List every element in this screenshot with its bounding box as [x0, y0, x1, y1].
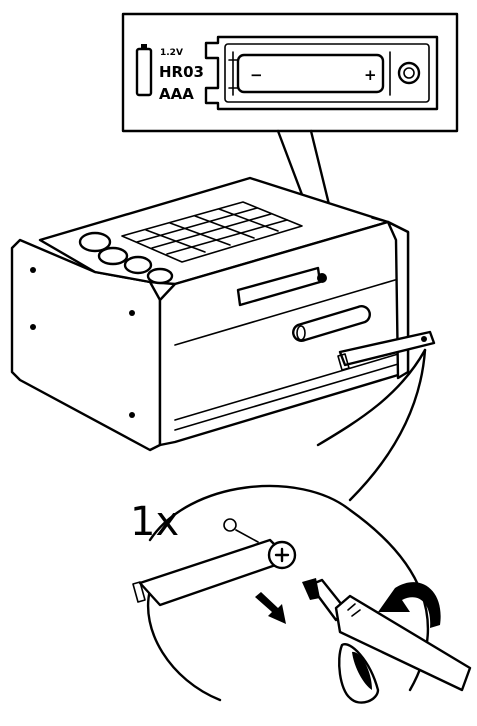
- battery-callout: 1.2V HR03 AAA − +: [121, 12, 459, 133]
- screw-icon: [267, 540, 297, 570]
- step-count-label: 1x: [130, 499, 179, 545]
- battery-icon: [135, 44, 153, 97]
- counterclockwise-arrow-icon: [338, 582, 441, 704]
- battery-size-label: AAA: [159, 85, 194, 103]
- battery-type-label: HR03: [159, 63, 204, 81]
- keypad: [121, 201, 303, 263]
- battery-voltage-label: 1.2V: [160, 48, 183, 58]
- unscrew-detail: 1x: [130, 484, 472, 704]
- removed-battery: [292, 305, 371, 342]
- battery-plus-sign: +: [364, 66, 377, 84]
- compartment-screw-icon: [397, 61, 421, 85]
- round-buttons: [78, 231, 174, 285]
- callout-frame: [121, 12, 459, 133]
- cover-plate: [132, 538, 292, 607]
- removed-battery-cover: [337, 330, 436, 371]
- pull-arrow-icon: [255, 592, 286, 624]
- control-unit-illustration: [10, 176, 436, 452]
- screwdriver-icon: [302, 578, 472, 692]
- detail-connector: [316, 348, 427, 502]
- battery-compartment: − +: [204, 35, 439, 111]
- battery-minus-sign: −: [250, 66, 263, 84]
- aaa-battery-cell: [236, 53, 385, 94]
